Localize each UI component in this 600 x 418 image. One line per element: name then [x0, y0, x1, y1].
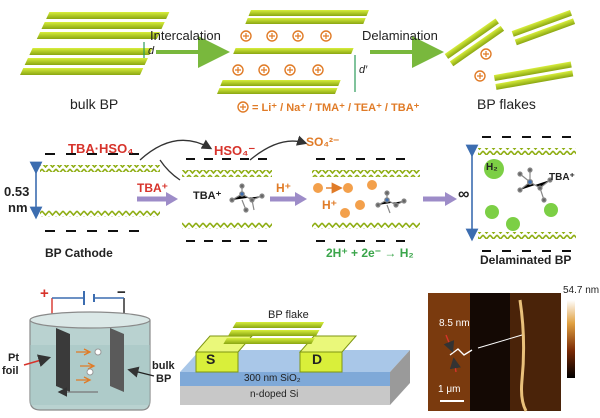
spacing-unit: nm [8, 200, 28, 215]
proton-reduction-layers [312, 158, 420, 242]
afm-color-bar [567, 300, 575, 378]
tba-arrow-label: TBA⁺ [137, 181, 168, 195]
tba-molecule-icon [375, 190, 407, 214]
cation-symbol [237, 101, 249, 113]
pt-foil-electrode [56, 328, 70, 392]
bp-cathode-label: BP Cathode [45, 246, 113, 260]
reagent-label: TBA·HSO₄ [68, 141, 134, 156]
h2-bubble-label: H₂ [486, 162, 498, 173]
sulfate-label: SO₄²⁻ [306, 135, 340, 149]
pt-label-line1: Pt [8, 352, 19, 364]
tba-intercalated-layers [182, 158, 272, 242]
intercalated-bp-stack [217, 10, 369, 94]
bulk-bp-electrode [110, 328, 124, 392]
afm-profile-line [477, 334, 523, 349]
fet-device [180, 322, 410, 405]
electrolysis-cell [23, 291, 155, 411]
oxide-label: 300 nm SiO₂ [244, 373, 301, 384]
bisulfate-label: HSO₄⁻ [214, 143, 256, 158]
bp-flakes [444, 9, 576, 90]
delaminated-bp-label: Delaminated BP [480, 253, 572, 267]
purple-arrowhead-3 [445, 192, 457, 206]
bp-flake-channel [223, 322, 325, 344]
positive-terminal: + [40, 285, 49, 302]
bulk-label-line2: BP [156, 373, 172, 385]
cation-list: = Li⁺ / Na⁺ / TMA⁺ / TEA⁺ / TBA⁺ [252, 102, 420, 114]
final-tba-label: TBA⁺ [549, 172, 575, 183]
proton-label: H⁺ [322, 198, 337, 212]
hydrogen-evolution-reaction: 2H⁺ + 2e⁻ → H₂ [326, 246, 414, 260]
bulk-bp-stack [20, 12, 170, 75]
intercalation-label: Intercalation [150, 28, 221, 43]
source-label: S [206, 351, 216, 367]
tba-inserted-label: TBA⁺ [193, 190, 222, 202]
expanded-d-label: d′ [359, 64, 368, 76]
pt-label-line2: foil [2, 365, 19, 377]
source-electrode [195, 351, 239, 373]
bp-cathode-layers [29, 153, 160, 232]
bulk-bp-label: bulk BP [70, 96, 119, 112]
tba-molecule-icon [229, 183, 265, 213]
reagent-split-arrow-2 [159, 159, 181, 181]
tba-molecule-icon [517, 167, 553, 203]
bp-flake-label: BP flake [268, 309, 309, 321]
afm-scale-label: 1 μm [438, 384, 461, 395]
bulk-label-line1: bulk [152, 360, 175, 372]
bp-flakes-label: BP flakes [477, 96, 536, 112]
interlayer-d-label: d [148, 45, 155, 57]
delamination-label: Delamination [362, 28, 438, 43]
afm-height-label: 54.7 nm [563, 285, 600, 296]
negative-terminal: − [117, 284, 126, 301]
drain-label: D [312, 351, 323, 367]
substrate-label: n-doped Si [250, 389, 299, 400]
spacing-value: 0.53 [4, 184, 30, 199]
afm-image [428, 293, 575, 412]
purple-arrowhead-1 [166, 192, 178, 206]
purple-arrowhead-2 [295, 192, 307, 206]
infinity-symbol: ∞ [458, 186, 470, 203]
proton-arrow-label: H⁺ [276, 181, 291, 195]
delaminated-bp-layers [465, 136, 576, 252]
afm-thickness-label: 8.5 nm [439, 318, 470, 329]
anion-oxidation-arrow [249, 135, 308, 161]
reagent-split-arrow-1 [139, 139, 213, 161]
